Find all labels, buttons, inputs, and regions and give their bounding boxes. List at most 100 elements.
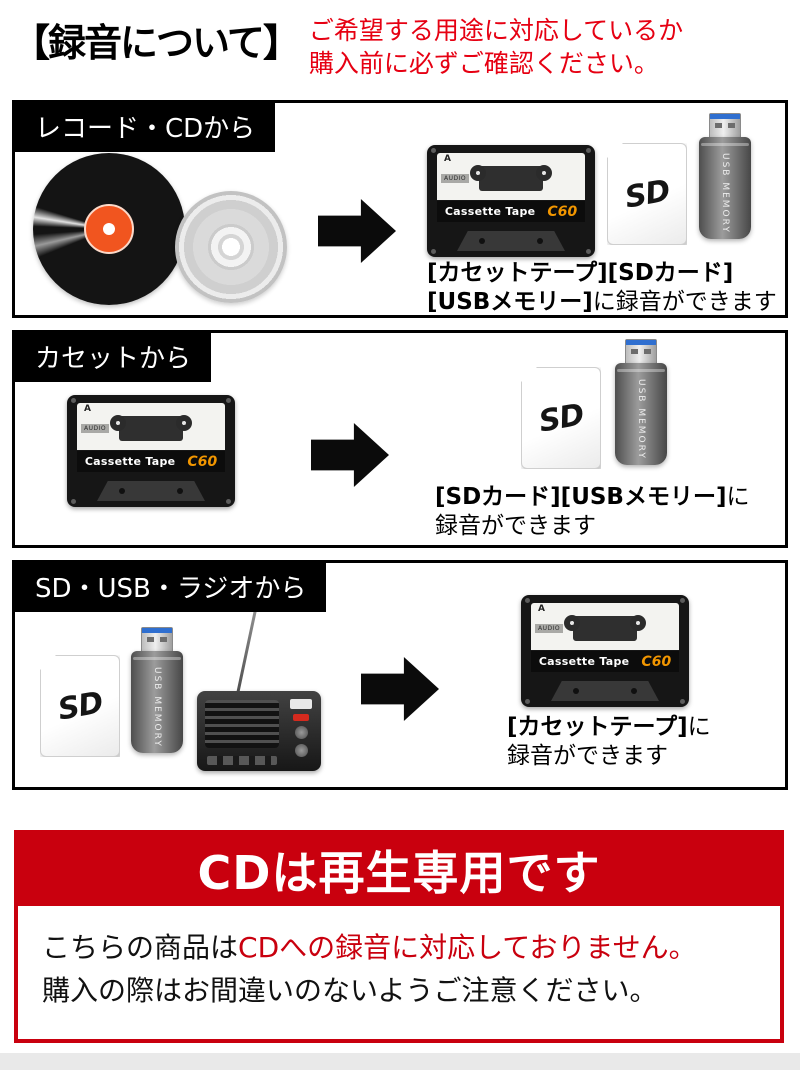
cassette-reel-right [536, 165, 552, 181]
cassette-icon: A AUDIO Cassette Tape C60 [67, 395, 235, 507]
cassette-screw [525, 699, 530, 704]
cassette-tape-window [119, 416, 183, 441]
arrow-right-icon [361, 657, 439, 721]
cassette-model: C60 [187, 453, 218, 470]
caption-line: 録音ができます [507, 742, 711, 771]
usb-label: USB MEMORY [720, 153, 730, 234]
cassette-screw [226, 398, 231, 403]
usb-body: USB MEMORY [131, 651, 183, 753]
radio-antenna [235, 606, 258, 700]
radio-control-panel [287, 699, 315, 763]
cassette-audio-tag: AUDIO [81, 424, 110, 433]
caption-text: に [726, 484, 750, 510]
usb-plug-hole [644, 349, 651, 354]
caption-text: に [687, 714, 711, 740]
footer-strip [0, 1053, 800, 1070]
usb-memory-icon: USB MEMORY [131, 627, 183, 753]
cassette-title-band: Cassette Tape C60 [531, 651, 679, 672]
cd-icon [175, 191, 287, 303]
section-record-cd-caption: [カセットテープ][SDカード] [USBメモリー]に録音ができます [427, 259, 777, 318]
cassette-side-a: A [538, 604, 545, 614]
caption-bold: [USBメモリー] [427, 289, 593, 316]
cassette-label-area: A AUDIO [77, 403, 225, 450]
sd-card-icon: SD [607, 143, 687, 245]
usb-plug-hole [160, 637, 167, 642]
usb-memory-icon: USB MEMORY [699, 113, 751, 239]
header-notice-line1: ご希望する用途に対応しているか [308, 16, 684, 45]
caption-line: [SDカード][USBメモリー]に [435, 483, 749, 512]
cassette-screw [431, 249, 436, 254]
sd-logo: SD [55, 684, 105, 728]
usb-memory-icon: USB MEMORY [615, 339, 667, 465]
usb-label: USB MEMORY [152, 667, 162, 748]
usb-plug-hole [715, 123, 722, 128]
cd-notice-title: CDは再生専用です [197, 846, 601, 900]
section-record-cd-label: レコード・CDから [15, 103, 276, 152]
arrow-right-icon [311, 423, 389, 487]
section-cassette-label: カセットから [15, 333, 212, 382]
cassette-label-area: A AUDIO [531, 603, 679, 650]
usb-plug-hole [728, 123, 735, 128]
radio-body [197, 691, 321, 771]
radio-icon [197, 606, 327, 771]
usb-plug [625, 339, 657, 363]
radio-button-row [207, 756, 277, 765]
cassette-title: Cassette Tape [538, 655, 630, 668]
cassette-side-a: A [84, 404, 91, 414]
caption-text: に録音ができます [592, 289, 777, 316]
header-notice-line2: 購入前に必ずご確認ください。 [308, 49, 659, 78]
cassette-model: C60 [547, 203, 578, 220]
caption-line: [カセットテープ]に [507, 713, 711, 742]
cassette-side-a: A [444, 154, 451, 164]
cassette-audio-tag: AUDIO [535, 624, 564, 633]
cassette-screw [680, 598, 685, 603]
radio-red-button [293, 714, 309, 721]
usb-plug-hole [631, 349, 638, 354]
cd-notice-text: 購入の際はお間違いのないようご注意ください。 [42, 974, 658, 1008]
cassette-title: Cassette Tape [444, 205, 536, 218]
caption-text: 録音ができます [435, 513, 596, 540]
radio-speaker-grille [205, 700, 279, 748]
cassette-screw [71, 499, 76, 504]
cassette-reel-left [470, 165, 486, 181]
cassette-reel-right [630, 615, 646, 631]
caption-text: 録音ができます [507, 743, 668, 770]
cassette-reel-right [176, 415, 192, 431]
sd-logo: SD [536, 396, 586, 440]
caption-line: [カセットテープ][SDカード] [427, 259, 777, 288]
radio-knob [294, 744, 308, 757]
section-cassette: カセットから A AUDIO Cassette Tape C60 SD [12, 330, 788, 548]
cassette-title: Cassette Tape [84, 455, 176, 468]
page-title: 【録音について】 [12, 21, 301, 65]
section-sd-usb-radio-label: SD・USB・ラジオから [15, 563, 327, 612]
cassette-screw [586, 148, 591, 153]
usb-label: USB MEMORY [636, 379, 646, 460]
cd-notice-line1: こちらの商品はCDへの録音に対応しておりません。 [42, 926, 756, 969]
usb-body: USB MEMORY [699, 137, 751, 239]
header-notice: ご希望する用途に対応しているか 購入前に必ずご確認ください。 [309, 12, 683, 80]
caption-line: 録音ができます [435, 512, 749, 541]
vinyl-record-icon [33, 153, 185, 305]
radio-knob [294, 726, 308, 739]
cd-notice-body: こちらの商品はCDへの録音に対応しておりません。 購入の際はお間違いのないようご… [18, 906, 780, 1039]
cd-notice-line2: 購入の際はお間違いのないようご注意ください。 [42, 969, 756, 1012]
section-cassette-caption: [SDカード][USBメモリー]に 録音ができます [435, 483, 749, 542]
caption-bold: [カセットテープ] [507, 714, 688, 740]
section-sd-usb-radio-caption: [カセットテープ]に 録音ができます [507, 713, 711, 772]
cassette-icon: A AUDIO Cassette Tape C60 [427, 145, 595, 257]
cassette-screw [680, 699, 685, 704]
radio-display [290, 699, 312, 709]
cd-notice-text: こちらの商品は [42, 931, 239, 964]
sd-card-icon: SD [521, 367, 601, 469]
cassette-screw [71, 398, 76, 403]
cd-notice-header: CDは再生専用です [18, 834, 780, 906]
cassette-screw [226, 499, 231, 504]
cassette-screw [586, 249, 591, 254]
cassette-screw [431, 148, 436, 153]
usb-plug-hole [147, 637, 154, 642]
cassette-label-area: A AUDIO [437, 153, 585, 200]
usb-body: USB MEMORY [615, 363, 667, 465]
cd-notice-red-text: CDへの録音に対応しておりません。 [238, 931, 697, 964]
sd-logo: SD [622, 172, 672, 216]
cassette-screw [525, 598, 530, 603]
